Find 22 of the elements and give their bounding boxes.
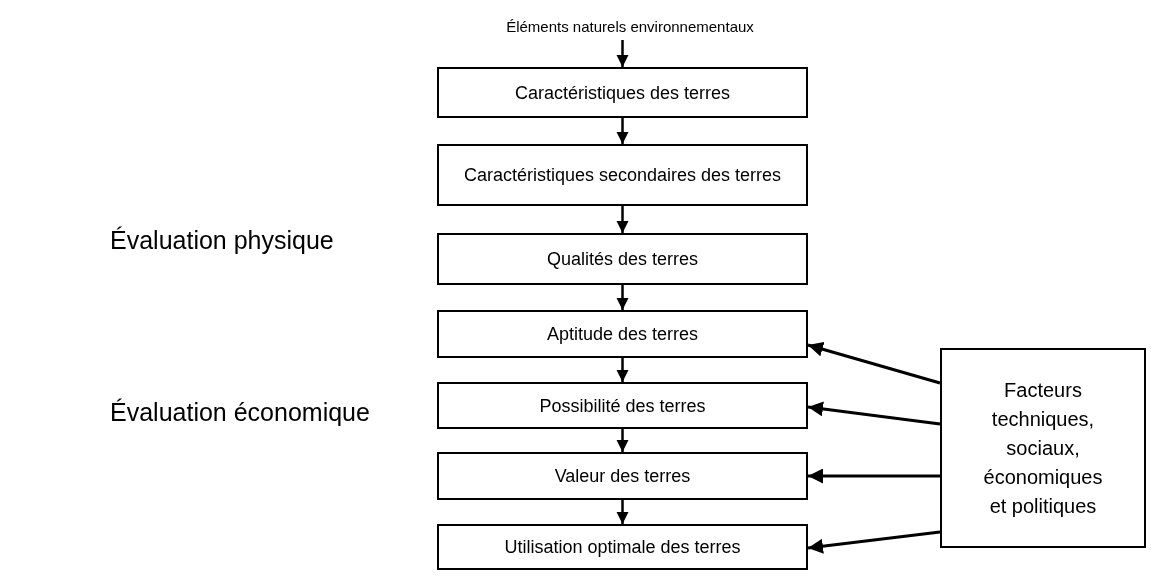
process-box: Facteurs techniques, sociaux, économiques et politiques bbox=[940, 348, 1146, 548]
process-box: Aptitude des terres bbox=[437, 310, 808, 358]
arrow bbox=[616, 40, 629, 67]
arrow bbox=[808, 468, 940, 484]
arrow bbox=[807, 530, 941, 554]
process-box: Qualités des terres bbox=[437, 233, 808, 285]
process-box: Possibilité des terres bbox=[437, 382, 808, 429]
process-box: Caractéristiques secondaires des terres bbox=[437, 144, 808, 206]
stage-label: Évaluation physique bbox=[110, 225, 334, 256]
arrow bbox=[616, 358, 629, 382]
arrow bbox=[807, 401, 941, 426]
arrow bbox=[616, 206, 629, 233]
process-box: Valeur des terres bbox=[437, 452, 808, 500]
arrow bbox=[616, 118, 629, 144]
process-box: Utilisation optimale des terres bbox=[437, 524, 808, 570]
arrow bbox=[616, 285, 629, 310]
input-label: Éléments naturels environnementaux bbox=[500, 14, 760, 40]
arrow bbox=[616, 429, 629, 452]
stage-label: Évaluation économique bbox=[110, 397, 370, 428]
process-box: Caractéristiques des terres bbox=[437, 67, 808, 118]
arrow bbox=[616, 500, 629, 524]
arrow bbox=[807, 341, 941, 385]
